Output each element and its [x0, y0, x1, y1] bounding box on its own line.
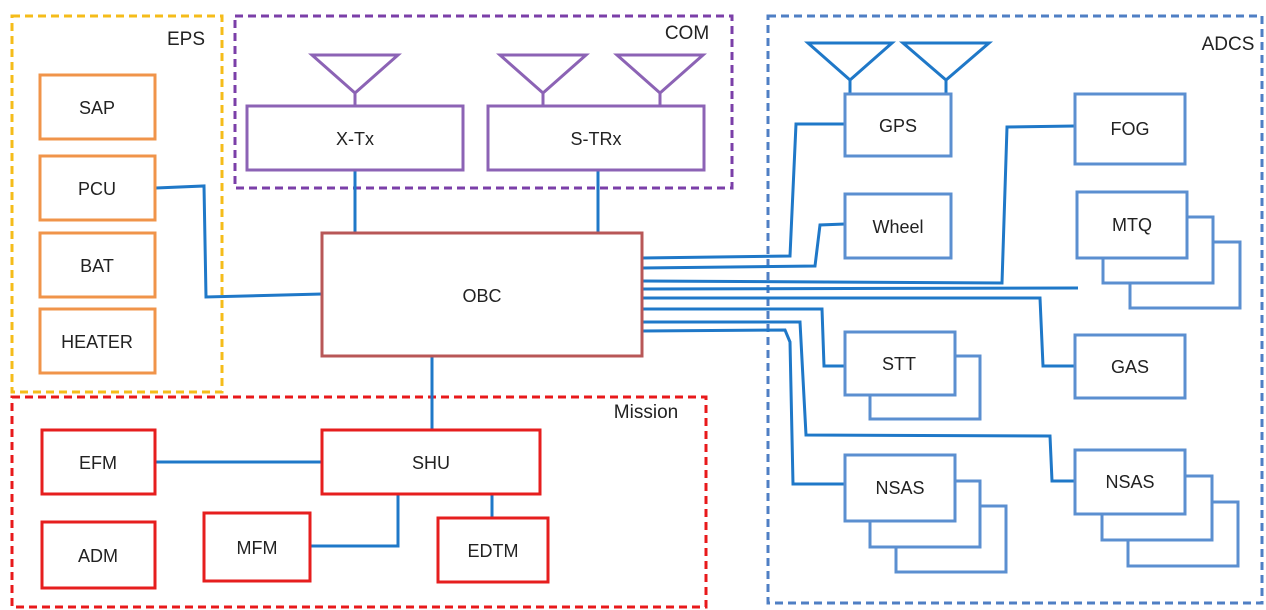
mtq-block: MTQ [1075, 190, 1242, 310]
efm-block: EFM [40, 428, 157, 496]
strx-antenna-right-icon [613, 53, 707, 106]
link-obc-mtq [641, 286, 1079, 291]
xtx-block: X-Tx [245, 104, 465, 172]
link-obc-nsas2 [642, 320, 1075, 483]
mtq-label: MTQ [1112, 215, 1152, 235]
gps-antenna-left-icon [804, 41, 896, 94]
eps-group-label: EPS [167, 29, 205, 50]
wheel-label: Wheel [872, 217, 923, 237]
gas-block: GAS [1073, 333, 1187, 400]
com-group-frame [233, 14, 734, 190]
edtm-block: EDTM [436, 516, 550, 584]
mission-group-label: Mission [614, 402, 678, 423]
xtx-antenna-icon [308, 53, 402, 106]
link-obc-wheel [641, 222, 846, 270]
adcs-group-label: ADCS [1202, 34, 1255, 55]
strx-block: S-TRx [486, 104, 706, 172]
nsas-block-2: NSAS [1073, 448, 1240, 568]
shu-block: SHU [320, 428, 542, 496]
link-obc-nsas1 [641, 328, 845, 486]
mission-group-frame [10, 395, 708, 609]
shu-label: SHU [412, 453, 450, 473]
gps-antenna-right-icon [898, 41, 994, 94]
stt-label: STT [882, 354, 916, 374]
link-obc-fog [641, 124, 1076, 285]
link-obc-gps [641, 122, 845, 260]
gps-block: GPS [843, 92, 953, 158]
obc-label: OBC [462, 286, 501, 306]
strx-label: S-TRx [571, 129, 622, 149]
mfm-label: MFM [237, 538, 278, 558]
link-shu-mfm [310, 494, 400, 548]
adcs-group-frame [766, 14, 1264, 605]
bat-label: BAT [80, 256, 114, 276]
pcu-block: PCU [38, 154, 157, 222]
nsas-block-1: NSAS [843, 453, 1008, 574]
com-group-label: COM [665, 23, 709, 44]
edtm-label: EDTM [468, 541, 519, 561]
adm-block: ADM [40, 520, 157, 590]
heater-block: HEATER [38, 307, 157, 375]
nsas-2-label: NSAS [1105, 472, 1154, 492]
nsas-1-label: NSAS [875, 478, 924, 498]
sap-label: SAP [79, 98, 115, 118]
gas-label: GAS [1111, 357, 1149, 377]
bat-block: BAT [38, 231, 157, 299]
connection-links [155, 122, 1079, 548]
fog-block: FOG [1073, 92, 1187, 166]
eps-group-frame [10, 14, 224, 394]
heater-label: HEATER [61, 332, 133, 352]
stt-block: STT [843, 330, 982, 421]
efm-label: EFM [79, 453, 117, 473]
pcu-label: PCU [78, 179, 116, 199]
link-pcu-obc [155, 184, 323, 299]
fog-label: FOG [1111, 119, 1150, 139]
wheel-block: Wheel [843, 192, 953, 260]
adm-label: ADM [78, 546, 118, 566]
gps-label: GPS [879, 116, 917, 136]
link-obc-gas [642, 296, 1075, 368]
link-obc-stt [642, 307, 845, 368]
sap-block: SAP [38, 73, 157, 141]
strx-antenna-left-icon [496, 53, 590, 106]
obc-block: OBC [320, 231, 644, 358]
mfm-block: MFM [202, 511, 312, 583]
xtx-label: X-Tx [336, 129, 374, 149]
